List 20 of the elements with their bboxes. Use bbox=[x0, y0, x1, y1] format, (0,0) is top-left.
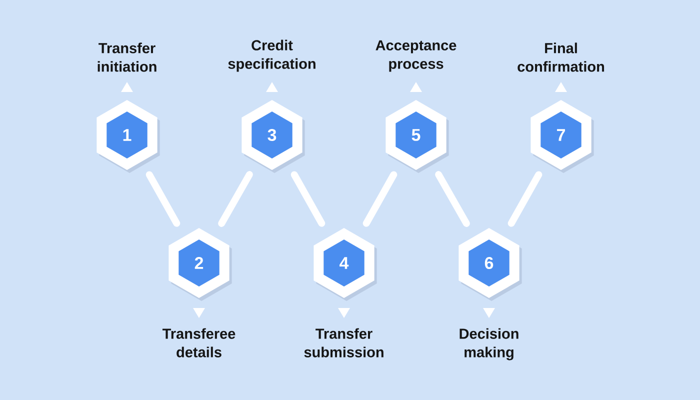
step-label: Acceptance process bbox=[376, 40, 456, 72]
step-label: Final confirmation bbox=[518, 42, 604, 72]
hexagon-node: 6 bbox=[458, 228, 522, 301]
connector-line bbox=[146, 171, 180, 227]
connector-line bbox=[508, 171, 542, 227]
connector-line bbox=[290, 171, 326, 227]
step-label: Credit specification bbox=[228, 40, 316, 72]
hexagon-node: 1 bbox=[96, 100, 160, 173]
step-label: Transfer submission bbox=[304, 328, 384, 358]
hexagon-node: 7 bbox=[530, 100, 594, 173]
connector-line bbox=[218, 171, 253, 227]
connector-line bbox=[362, 171, 398, 227]
step-label: Transferee details bbox=[162, 328, 236, 358]
step-label: Transfer initiation bbox=[98, 42, 156, 72]
connector-line bbox=[435, 171, 470, 227]
hexagon-node: 4 bbox=[314, 228, 377, 301]
step-label: Decision making bbox=[460, 328, 518, 360]
hexagon-node: 3 bbox=[242, 100, 305, 173]
hexagon-node: 5 bbox=[386, 100, 449, 173]
hexagon-node: 2 bbox=[168, 228, 232, 301]
